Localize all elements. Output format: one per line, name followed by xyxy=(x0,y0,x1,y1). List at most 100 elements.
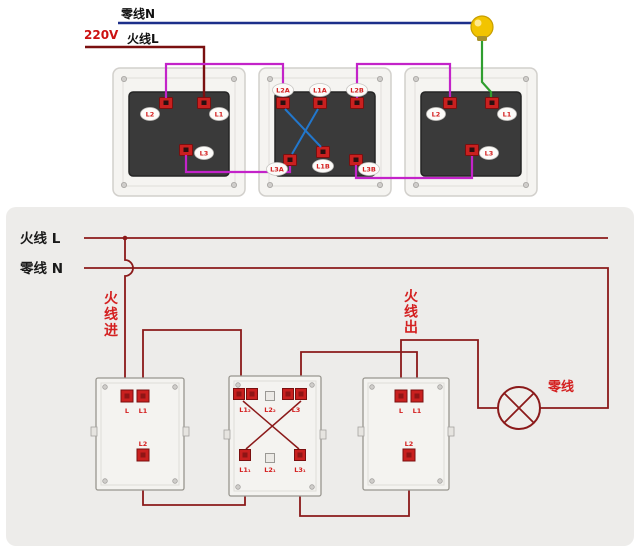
lamp-neutral-label: 零线 xyxy=(547,379,574,395)
terminal-badge xyxy=(497,107,517,121)
switch-1-terminal-labels: L2 L1 L3 xyxy=(140,107,229,160)
screw-icon xyxy=(266,181,273,188)
terminal-badge xyxy=(140,107,160,121)
schematic-switch-left: L L1 L2 xyxy=(90,377,190,491)
terminal-label: L3₁ xyxy=(294,466,306,474)
terminal-badge xyxy=(266,162,288,176)
screw-icon xyxy=(437,384,443,390)
switch-3-terminal-labels: L2 L1 L3 xyxy=(426,107,517,160)
switch-panel-1 xyxy=(112,67,246,197)
terminal-core xyxy=(406,452,412,458)
screw-icon xyxy=(172,478,178,484)
traveler-wire-2 xyxy=(184,155,292,174)
live-supply-label: 火线L xyxy=(127,31,159,46)
cross-link-wire-1 xyxy=(242,400,300,450)
terminal-label: L1₁ xyxy=(239,466,251,474)
terminal-core xyxy=(298,391,304,397)
crossover-wire-1 xyxy=(284,108,322,148)
mount-tab xyxy=(182,426,190,437)
terminal-square-neutral xyxy=(265,391,275,401)
terminal-core xyxy=(249,391,255,397)
terminal-slot xyxy=(280,100,286,105)
switch-inner-frame xyxy=(100,382,180,486)
panel-frame xyxy=(414,77,528,187)
terminal-label: L1 xyxy=(413,407,422,415)
live-bus-label: 火线 L xyxy=(20,230,61,247)
screw-icon xyxy=(369,478,375,484)
neutral-supply-label: 零线N xyxy=(120,6,155,21)
terminal-label: L3 xyxy=(292,406,301,414)
bulb-glass xyxy=(470,15,494,39)
terminal-slot xyxy=(489,100,495,105)
terminal-badge xyxy=(426,107,446,121)
schematic-switch-right: L L1 L2 xyxy=(357,377,455,491)
terminal-slot xyxy=(353,157,359,162)
panel-frame xyxy=(268,77,382,187)
mount-tab xyxy=(357,426,365,437)
terminal-label: L3B xyxy=(362,165,376,173)
terminal-slot xyxy=(317,100,323,105)
terminal-label: L2A xyxy=(276,86,290,94)
terminal-badge xyxy=(272,83,294,97)
screw-icon xyxy=(523,76,530,83)
switch-panel-3 xyxy=(404,67,538,197)
terminal-badge xyxy=(346,83,368,97)
screw-icon xyxy=(266,76,273,83)
screw-icon xyxy=(172,384,178,390)
live-out-label: 火线出 xyxy=(404,289,419,336)
lamp-cross xyxy=(503,392,535,424)
terminal-core xyxy=(398,393,404,399)
screw-icon xyxy=(102,478,108,484)
terminal-badge xyxy=(358,162,380,176)
terminal-label: L1A xyxy=(313,86,327,94)
screw-icon xyxy=(121,76,128,83)
traveler-c-wire xyxy=(300,351,418,390)
crossover-wire-2 xyxy=(291,108,319,155)
terminal-core xyxy=(140,452,146,458)
screw-icon xyxy=(437,478,443,484)
switch-panel-2 xyxy=(258,67,392,197)
terminal-label: L3 xyxy=(200,149,209,157)
screw-icon xyxy=(412,181,419,188)
traveler-a-wire xyxy=(142,329,242,390)
terminal-slot xyxy=(287,157,293,162)
screw-icon xyxy=(230,76,237,83)
terminal-label: L1 xyxy=(215,110,224,118)
live-in-label: 火线进 xyxy=(104,291,119,339)
terminal-label: L2 xyxy=(139,440,148,448)
terminal-slot xyxy=(201,100,207,105)
bulb-wire xyxy=(480,41,493,97)
screw-icon xyxy=(309,382,315,388)
terminal-slot xyxy=(320,149,326,154)
voltage-label: 220V xyxy=(84,28,119,42)
terminal-label: L xyxy=(125,407,129,415)
traveler-wire-3 xyxy=(355,62,452,98)
terminal-core xyxy=(297,452,303,458)
bulb-highlight xyxy=(474,19,482,27)
screw-icon xyxy=(412,76,419,83)
mount-tab xyxy=(223,429,231,440)
mount-tab xyxy=(319,429,327,440)
terminal-core xyxy=(124,393,130,399)
terminal-label: L1B xyxy=(316,162,330,170)
screw-icon xyxy=(309,484,315,490)
terminal-label: L1 xyxy=(139,407,148,415)
light-bulb xyxy=(470,15,494,97)
switch-2-terminal-labels: L2A L1A L2B L3A L1B L3B xyxy=(266,83,380,176)
screw-icon xyxy=(230,181,237,188)
screw-icon xyxy=(376,181,383,188)
terminal-label: L2 xyxy=(405,440,414,448)
terminal-label: L2B xyxy=(350,86,364,94)
terminal-core xyxy=(140,393,146,399)
neutral-bus-label: 零线 N xyxy=(19,260,63,277)
terminal-core xyxy=(242,452,248,458)
traveler-wire-1 xyxy=(164,62,285,98)
terminal-core xyxy=(285,391,291,397)
terminal-core xyxy=(236,391,242,397)
schematic-switch-middle: L1₂ L2₂ L3 L1₁ L2₁ L3₁ xyxy=(223,375,327,497)
terminal-slot xyxy=(163,100,169,105)
terminal-slot xyxy=(183,147,189,152)
switch-inner-frame xyxy=(367,382,445,486)
